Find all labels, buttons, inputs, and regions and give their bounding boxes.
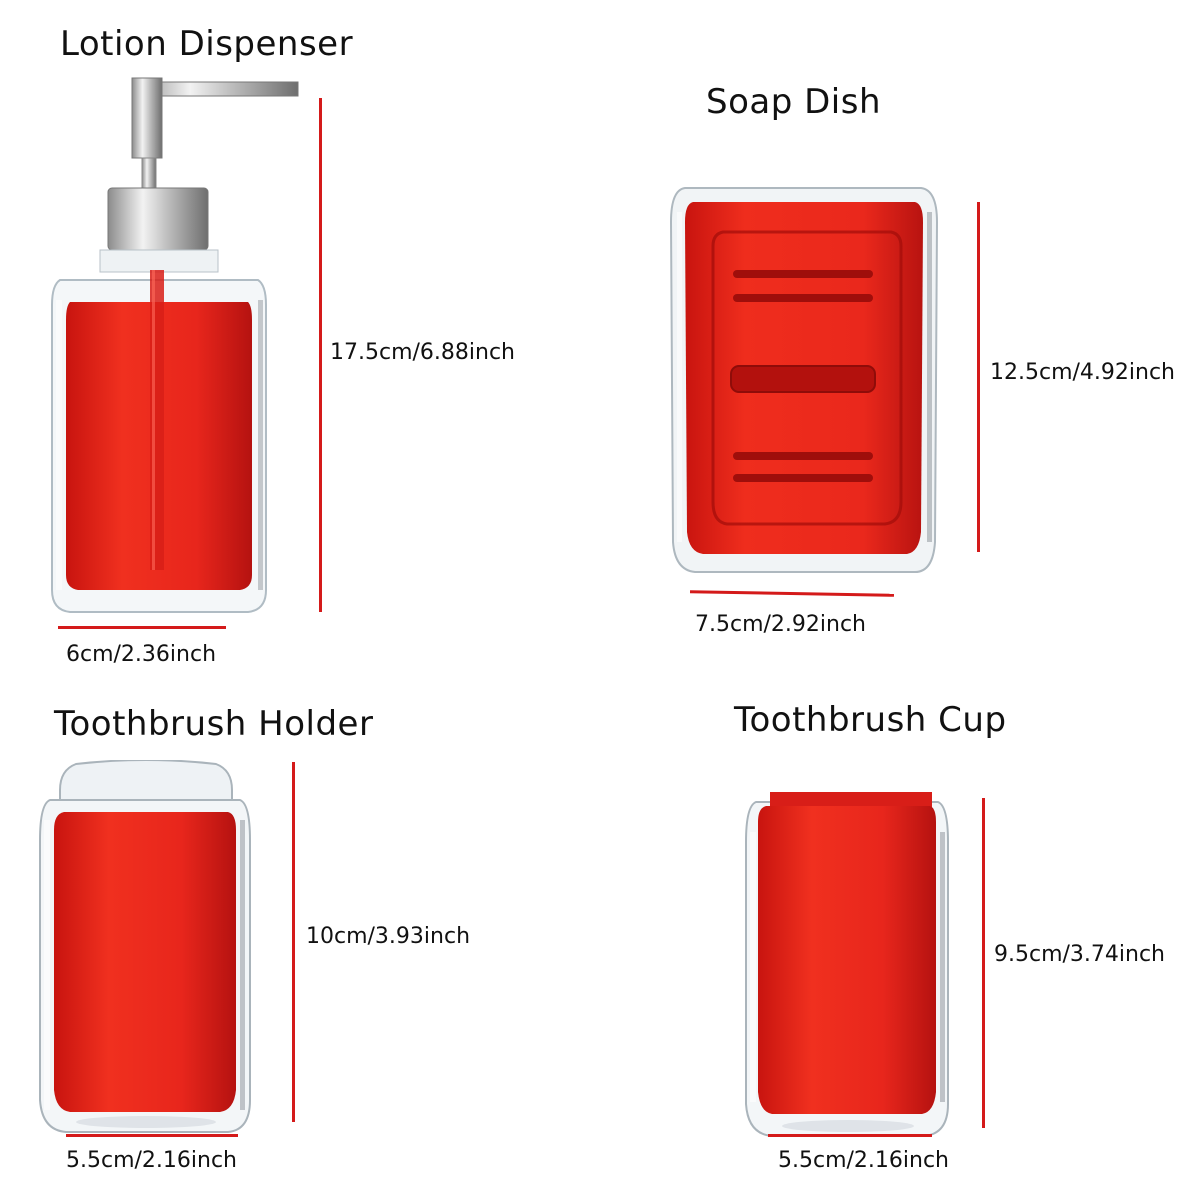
toothbrush-cup-image	[742, 792, 954, 1142]
soap-dish-height-line	[977, 202, 980, 552]
lotion-dispenser-title: Lotion Dispenser	[60, 24, 354, 64]
soap-dish-height-label: 12.5cm/4.92inch	[990, 360, 1176, 385]
toothbrush-cup-width-label: 5.5cm/2.16inch	[778, 1148, 950, 1173]
toothbrush-holder-width-label: 5.5cm/2.16inch	[66, 1148, 238, 1173]
lotion-dispenser-height-line	[319, 98, 322, 612]
soap-dish-image	[665, 182, 945, 577]
toothbrush-holder-image	[36, 760, 256, 1140]
lotion-dispenser-image	[40, 70, 310, 620]
toothbrush-cup-width-line	[768, 1134, 932, 1137]
toothbrush-holder-height-label: 10cm/3.93inch	[306, 924, 471, 949]
toothbrush-cup-title: Toothbrush Cup	[734, 700, 1007, 740]
toothbrush-holder-height-line	[292, 762, 295, 1122]
soap-dish-width-label: 7.5cm/2.92inch	[695, 612, 867, 637]
toothbrush-holder-width-line	[66, 1134, 238, 1137]
lotion-dispenser-width-label: 6cm/2.36inch	[66, 642, 217, 667]
soap-dish-width-line	[689, 590, 895, 597]
soap-dish-title: Soap Dish	[706, 82, 881, 122]
toothbrush-holder-title: Toothbrush Holder	[54, 704, 374, 744]
toothbrush-cup-height-line	[982, 798, 985, 1128]
lotion-dispenser-width-line	[58, 626, 226, 629]
toothbrush-cup-height-label: 9.5cm/3.74inch	[994, 942, 1166, 967]
lotion-dispenser-height-label: 17.5cm/6.88inch	[330, 340, 516, 365]
